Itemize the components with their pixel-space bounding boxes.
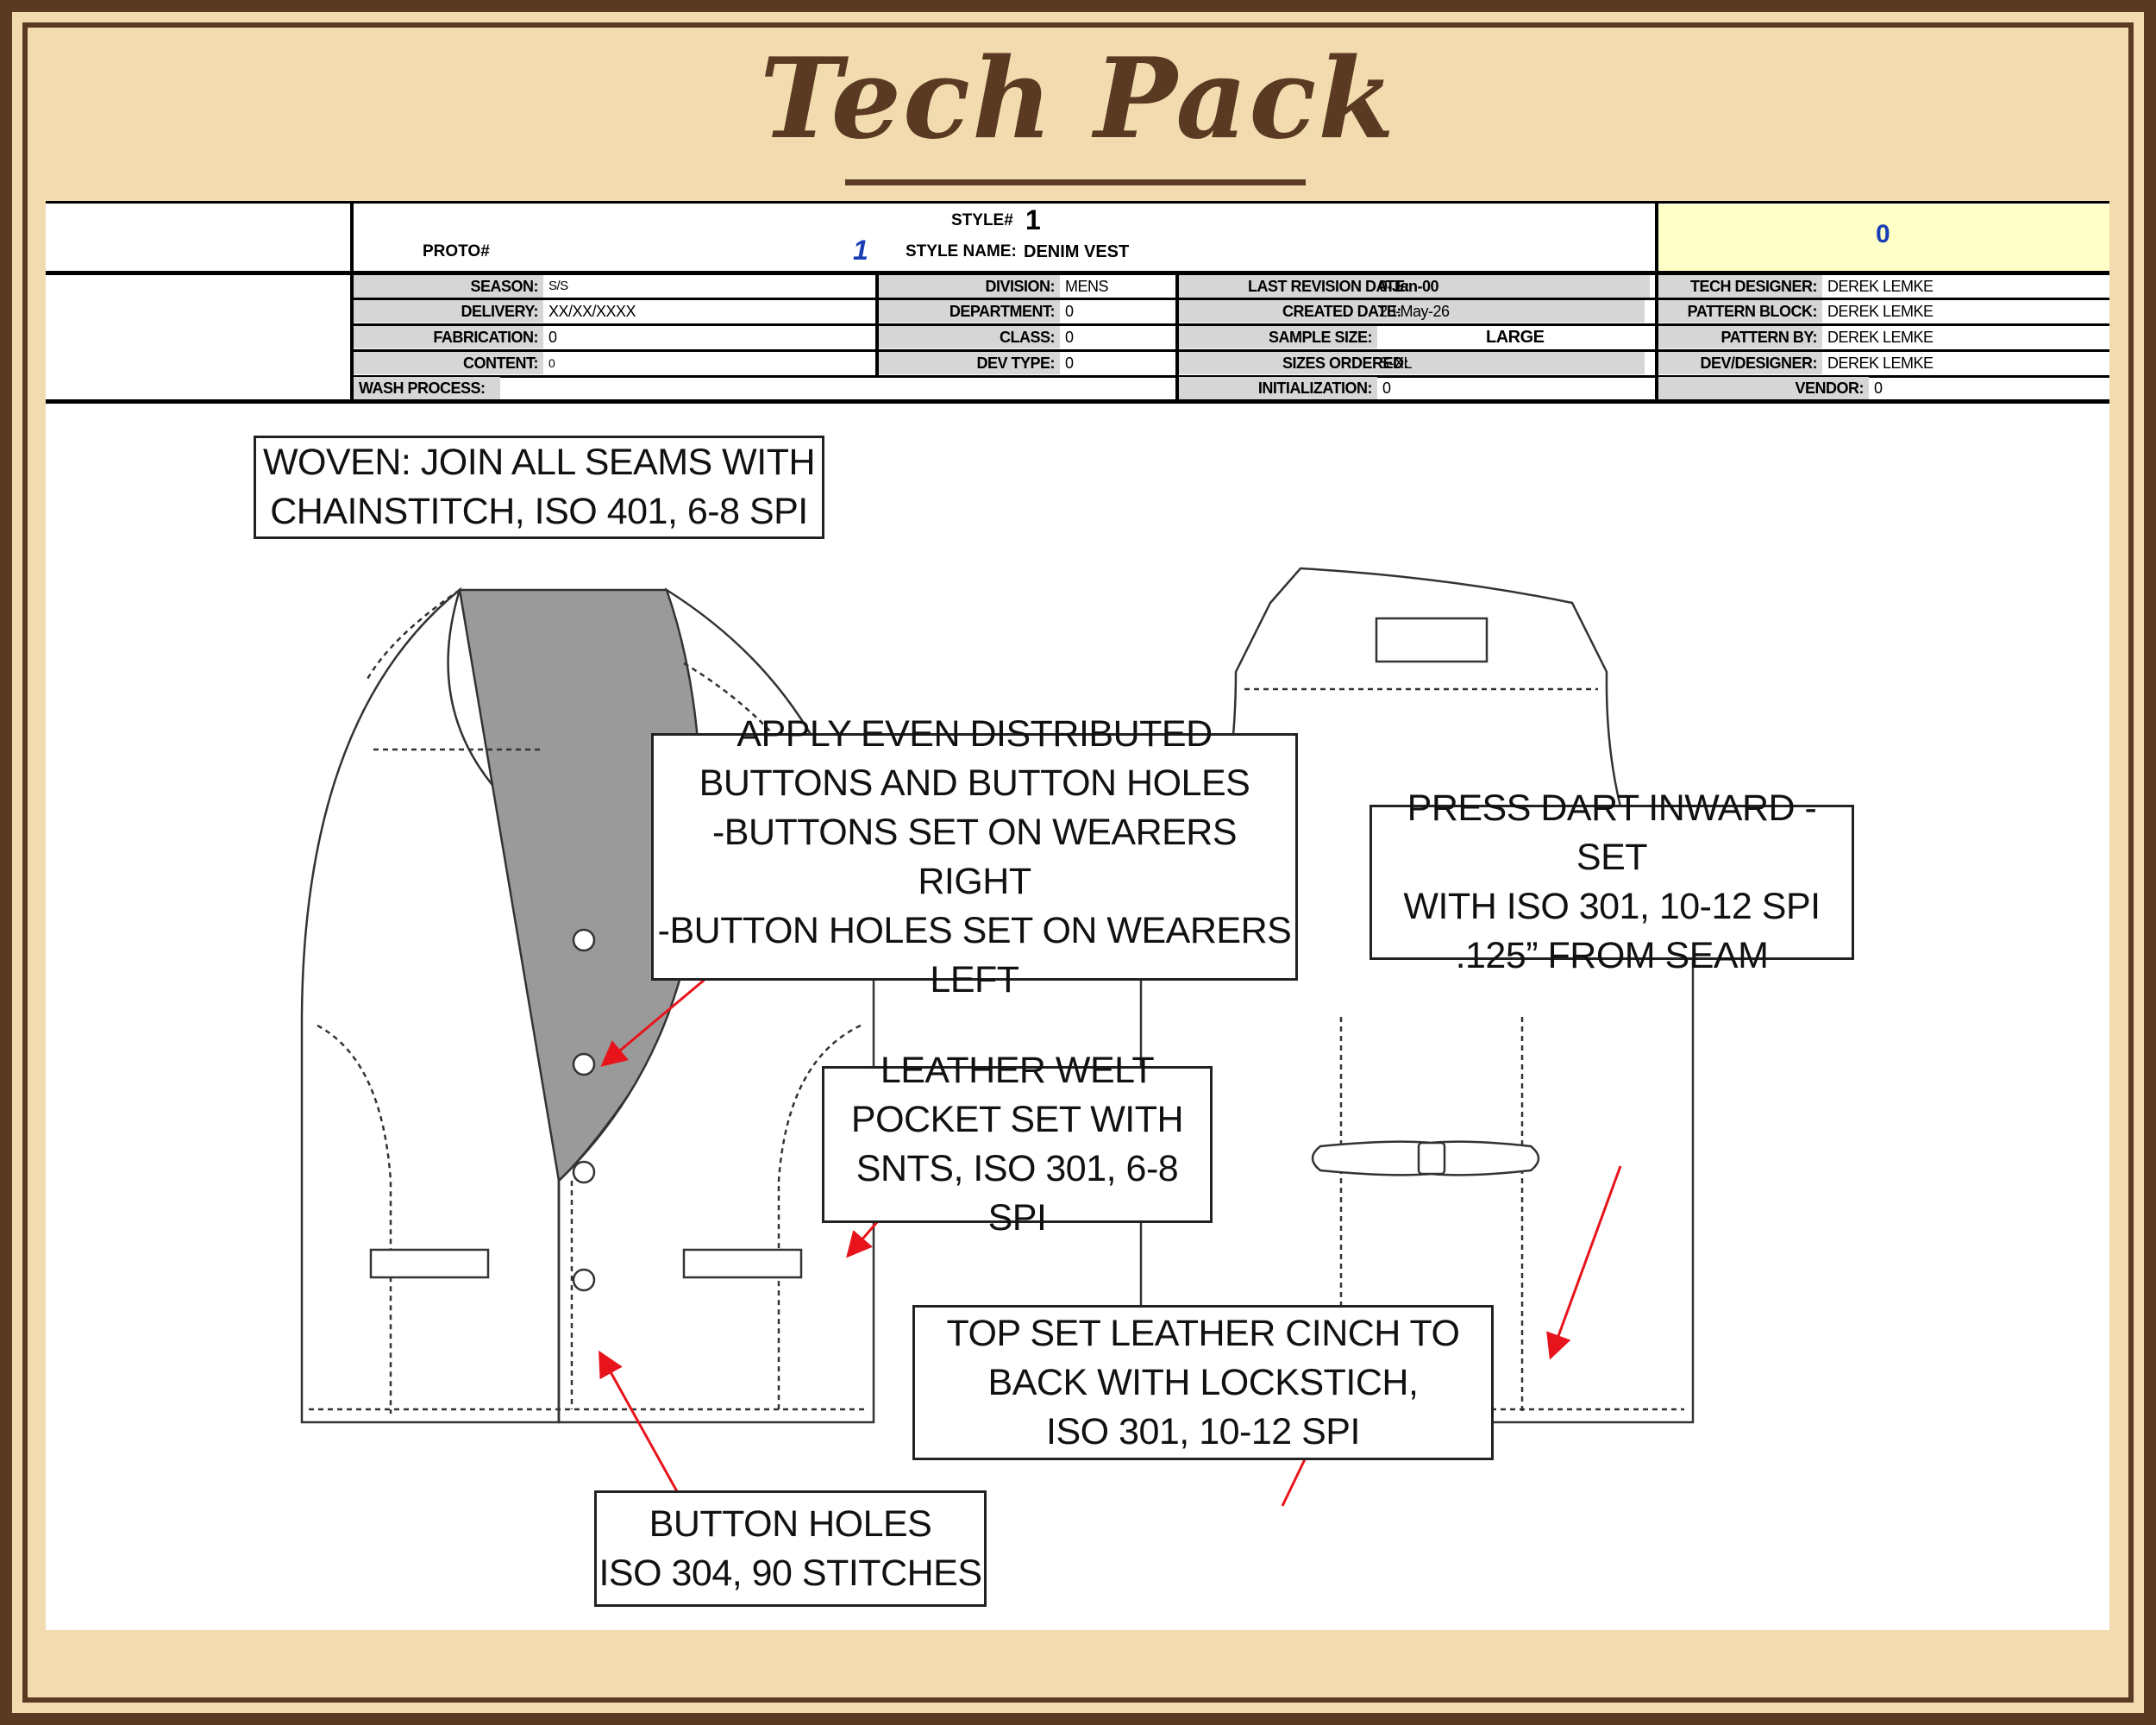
style-name-value: DENIM VEST [1024, 242, 1130, 261]
last-revision-label: LAST REVISION DATE: [1179, 275, 1650, 298]
back-neck-label [1375, 617, 1489, 663]
content-label: CONTENT: [354, 352, 543, 374]
callout-buttons: APPLY EVEN DISTRIBUTED BUTTONS AND BUTTO… [651, 713, 1298, 1000]
sample-size-label: SAMPLE SIZE: [1179, 326, 1377, 348]
front-right-welt-pocket [682, 1248, 803, 1279]
page-title: Tech Pack [760, 34, 1396, 164]
proto-label: PROTO# [423, 242, 490, 260]
wash-label: WASH PROCESS: [354, 377, 500, 399]
callout-button-holes: BUTTON HOLES ISO 304, 90 STITCHES [594, 1490, 987, 1607]
sample-size-value: LARGE [1486, 328, 1545, 347]
title-underline [845, 179, 1306, 185]
sizes-ordered-value: S-XL [1379, 354, 1413, 372]
callout-leather-cinch: TOP SET LEATHER CINCH TO BACK WITH LOCKS… [912, 1305, 1494, 1460]
season-value: S/S [548, 279, 568, 293]
pattern-block-value: DEREK LEMKE [1827, 303, 1934, 320]
pattern-block-label: PATTERN BLOCK: [1658, 300, 1822, 323]
dev-designer-value: DEREK LEMKE [1827, 354, 1934, 372]
created-value: 28-May-26 [1379, 303, 1450, 320]
vendor-value: 0 [1874, 380, 1883, 397]
tech-designer-label: TECH DESIGNER: [1658, 275, 1822, 298]
season-label: SEASON: [354, 275, 543, 298]
created-label: CREATED DATE: [1179, 300, 1645, 323]
tech-designer-value: DEREK LEMKE [1827, 278, 1934, 295]
cinch-buckle [1417, 1141, 1446, 1176]
delivery-label: DELIVERY: [354, 300, 543, 323]
yellow-value: 0 [1876, 220, 1890, 248]
department-label: DEPARTMENT: [879, 300, 1060, 323]
devtype-label: DEV TYPE: [879, 352, 1060, 374]
style-label: STYLE# [951, 211, 1013, 229]
callout-woven-seams: WOVEN: JOIN ALL SEAMS WITH CHAINSTITCH, … [254, 436, 824, 539]
sizes-ordered-label: SIZES ORDERED: [1179, 352, 1645, 374]
pattern-by-label: PATTERN BY: [1658, 326, 1822, 348]
style-name-label: STYLE NAME: [906, 242, 1017, 260]
style-value: 1 [1025, 204, 1041, 235]
division-label: DIVISION: [879, 275, 1060, 298]
fabrication-value: 0 [548, 329, 557, 346]
front-left-welt-pocket [369, 1248, 490, 1279]
highlight-cell [1658, 204, 2109, 272]
pattern-by-value: DEREK LEMKE [1827, 329, 1934, 346]
wash-value [500, 377, 505, 399]
dev-designer-label: DEV/DESIGNER: [1658, 352, 1822, 374]
proto-value: 1 [853, 235, 868, 266]
content-value: 0 [548, 356, 555, 370]
tech-sheet: STYLE# 1 PROTO# 1 STYLE NAME: DENIM VEST… [46, 201, 2109, 1630]
initialization-label: INITIALIZATION: [1179, 377, 1377, 399]
class-label: CLASS: [879, 326, 1060, 348]
fabrication-label: FABRICATION: [354, 326, 543, 348]
division-value: MENS [1065, 278, 1109, 295]
vendor-label: VENDOR: [1658, 377, 1869, 399]
class-value: 0 [1065, 329, 1074, 346]
department-value: 0 [1065, 303, 1074, 320]
delivery-value: XX/XX/XXXX [548, 303, 636, 320]
last-revision-value: 0-Jan-00 [1379, 278, 1439, 295]
callout-welt-pocket: LEATHER WELT POCKET SET WITH SNTS, ISO 3… [822, 1050, 1213, 1239]
front-buttons [572, 928, 596, 1292]
initialization-value: 0 [1382, 380, 1391, 397]
spec-header-table: STYLE# 1 PROTO# 1 STYLE NAME: DENIM VEST… [46, 201, 2109, 405]
page-inner-border [22, 22, 2134, 1703]
devtype-value: 0 [1065, 354, 1074, 372]
callout-press-dart: PRESS DART INWARD - SET WITH ISO 301, 10… [1369, 787, 1854, 976]
